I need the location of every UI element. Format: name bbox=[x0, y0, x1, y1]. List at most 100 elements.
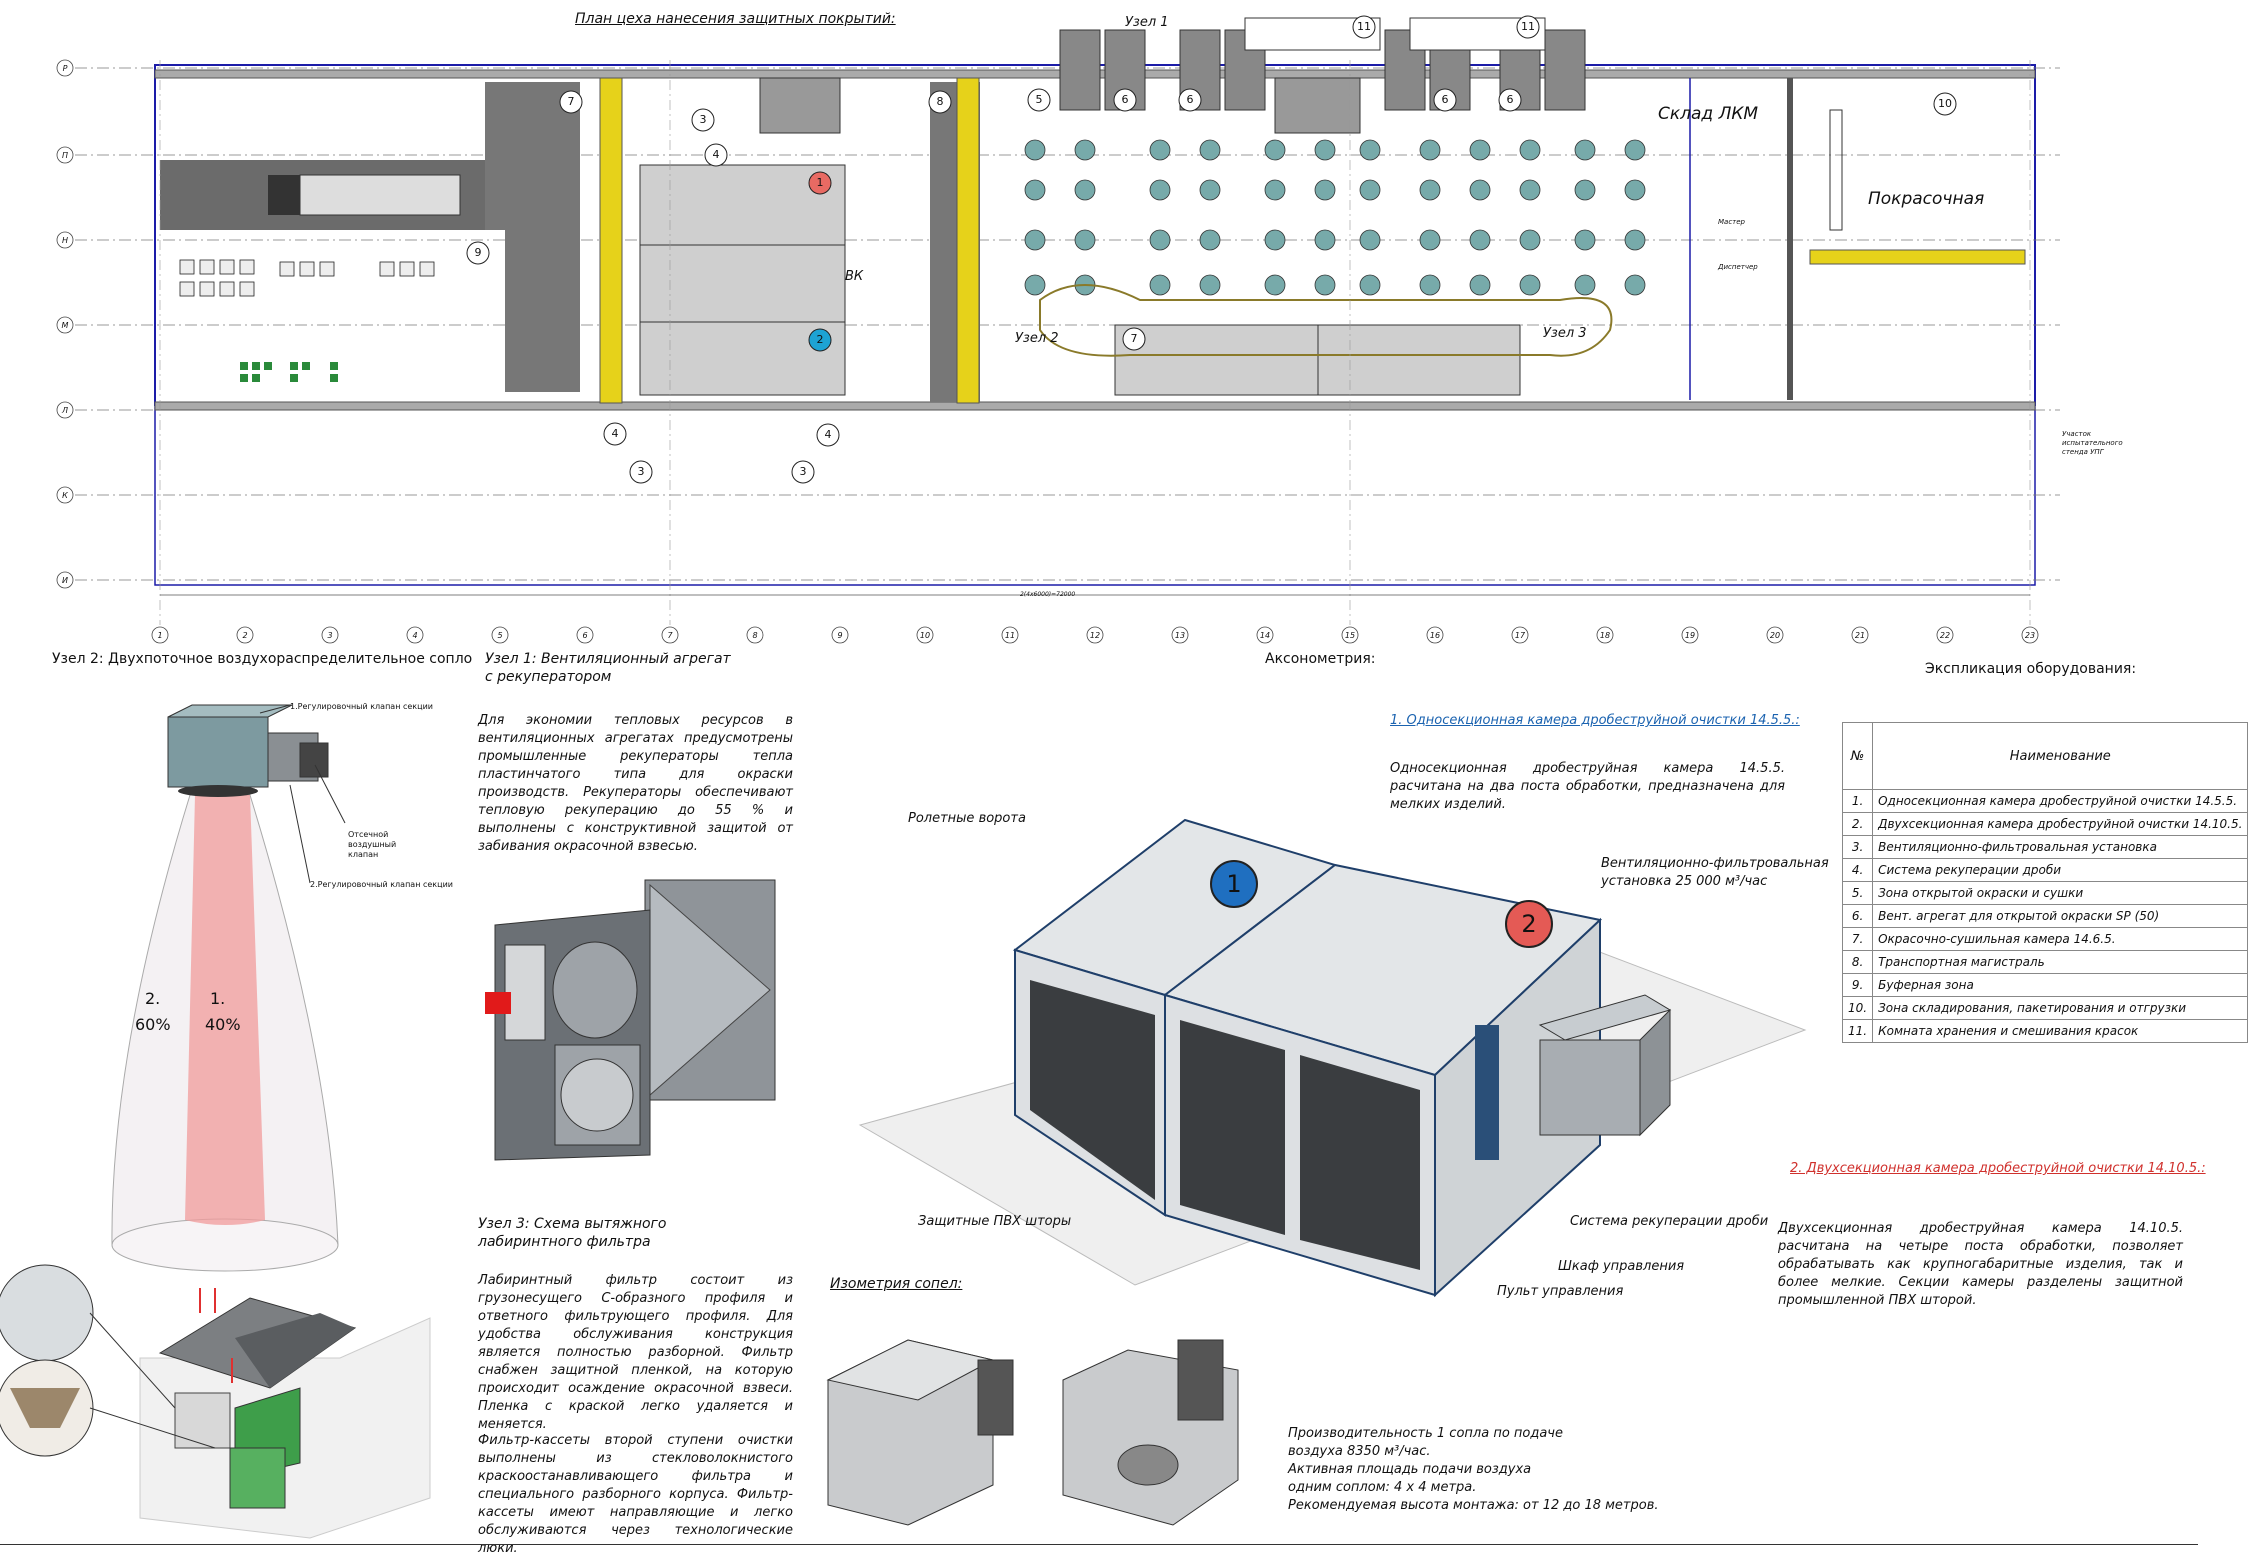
plan-marker-number: 4 bbox=[824, 428, 832, 441]
control-console-label: Пульт управления bbox=[1497, 1284, 1624, 1299]
drawing-sheet: План цеха нанесения защитных покрытий: bbox=[0, 11, 2248, 1556]
legend-row: 7.Окрасочно-сушильная камера 14.6.5. bbox=[1841, 927, 2248, 951]
column-axis-label: 16 bbox=[1429, 631, 1441, 640]
plan-marker-number: 4 bbox=[611, 427, 619, 440]
row-axis-label: К bbox=[62, 491, 68, 500]
axonometry-figure bbox=[858, 818, 1807, 1298]
legend-row-name: Буферная зона bbox=[1872, 973, 2248, 997]
legend-row: 9.Буферная зона bbox=[1841, 973, 2248, 997]
plan-marker-number: 2 bbox=[816, 333, 824, 346]
legend-title: Экспликация оборудования: bbox=[1925, 661, 2137, 677]
node-3-description-2: Фильтр-кассеты второй ступени очистки вы… bbox=[478, 1433, 793, 1556]
column-axis-label: 6 bbox=[582, 631, 588, 640]
booth-2-badge: 2 bbox=[1505, 900, 1553, 948]
column-axis-label: 9 bbox=[837, 631, 843, 640]
legend-row-number: 10. bbox=[1841, 996, 1874, 1020]
node-1-title-line-1: Узел 1: Вентиляционный агрегат bbox=[485, 651, 731, 667]
equipment-legend-table: № Наименование 1.Односекционная камера д… bbox=[1841, 722, 2248, 1043]
node-2-callout-3: 2.Регулировочный клапан секции bbox=[310, 880, 453, 889]
legend-row-name: Двухсекционная камера дробеструйной очис… bbox=[1872, 812, 2248, 836]
zone-lkm-label: Склад ЛКМ bbox=[1658, 104, 1759, 124]
legend-row: 2.Двухсекционная камера дробеструйной оч… bbox=[1841, 812, 2248, 836]
plan-marker-number: 10 bbox=[1938, 97, 1952, 110]
node-2-nozzle-figure bbox=[111, 704, 346, 1272]
plan-marker-number: 3 bbox=[637, 465, 645, 478]
plan-marker-number: 5 bbox=[1035, 93, 1043, 106]
legend-row: 4.Система рекуперации дроби bbox=[1841, 858, 2248, 882]
test-stand-label: Участок испытательного стенда УПГ bbox=[2062, 430, 2123, 456]
column-axis-label: 15 bbox=[1344, 631, 1356, 640]
plan-title: План цеха нанесения защитных покрытий: bbox=[575, 11, 896, 27]
node-2-callout-1: 1.Регулировочный клапан секции bbox=[290, 702, 433, 711]
column-axis-label: 23 bbox=[2024, 631, 2036, 640]
legend-row: 11.Комната хранения и смешивания красок bbox=[1841, 1019, 2248, 1043]
legend-row-name: Зона открытой окраски и сушки bbox=[1872, 881, 2248, 905]
column-axis-label: 20 bbox=[1769, 631, 1781, 640]
legend-row: 5.Зона открытой окраски и сушки bbox=[1841, 881, 2248, 905]
control-cabinet-label: Шкаф управления bbox=[1558, 1259, 1685, 1274]
nozzle-spec-4: одним соплом: 4 х 4 метра. bbox=[1288, 1480, 1477, 1495]
nozzle-spec-2: воздуха 8350 м³/час. bbox=[1288, 1444, 1431, 1459]
legend-row-number: 1. bbox=[1841, 789, 1874, 813]
legend-row: 6.Вент. агрегат для открытой окраски SP … bbox=[1841, 904, 2248, 928]
legend-row: 10.Зона складирования, пакетирования и о… bbox=[1841, 996, 2248, 1020]
plan-marker-number: 8 bbox=[936, 95, 944, 108]
booth-1-badge: 1 bbox=[1210, 860, 1258, 908]
column-axis-label: 8 bbox=[752, 631, 758, 640]
column-axis-label: 5 bbox=[497, 631, 503, 640]
zone-vk-label: ВК bbox=[845, 269, 864, 284]
plan-drawing bbox=[56, 15, 2060, 644]
node-1-unit-figure bbox=[485, 879, 776, 1161]
shot-recovery-label: Система рекуперации дроби bbox=[1570, 1214, 1769, 1229]
column-axis-label: 1 bbox=[157, 631, 163, 640]
legend-row-number: 4. bbox=[1841, 858, 1874, 882]
pvc-curtains-label: Защитные ПВХ шторы bbox=[918, 1214, 1072, 1229]
nozzles-title: Изометрия сопел: bbox=[830, 1276, 963, 1292]
column-axis-label: 10 bbox=[919, 631, 931, 640]
plan-marker-number: 11 bbox=[1521, 20, 1535, 33]
plan-marker-number: 6 bbox=[1441, 93, 1449, 106]
node-2-plan-label: Узел 2 bbox=[1015, 331, 1059, 346]
legend-row-number: 3. bbox=[1841, 835, 1874, 859]
dimension-label: 2(4х6000)=72000 bbox=[1020, 591, 1076, 598]
zone-paint-label: Покрасочная bbox=[1868, 189, 1985, 209]
room-master-label: Мастер bbox=[1718, 218, 1746, 226]
column-axis-label: 14 bbox=[1259, 631, 1271, 640]
plan-marker-number: 6 bbox=[1506, 93, 1514, 106]
nozzle-spec-5: Рекомендуемая высота монтажа: от 12 до 1… bbox=[1288, 1498, 1659, 1513]
nozzle-spec-1: Производительность 1 сопла по подаче bbox=[1288, 1426, 1563, 1441]
plan-marker-number: 6 bbox=[1186, 93, 1194, 106]
node-3-title-line-1: Узел 3: Схема вытяжного bbox=[478, 1216, 667, 1232]
flow-2-percent: 60% bbox=[135, 1015, 171, 1034]
legend-row: 8.Транспортная магистраль bbox=[1841, 950, 2248, 974]
legend-row-name: Односекционная камера дробеструйной очис… bbox=[1872, 789, 2248, 813]
flow-1-percent: 40% bbox=[205, 1015, 241, 1034]
column-axis-label: 2 bbox=[242, 631, 248, 640]
camera-2-title: 2. Двухсекционная камера дробеструйной о… bbox=[1790, 1161, 2206, 1176]
row-axis-label: Н bbox=[61, 236, 68, 245]
legend-row: 3.Вентиляционно-фильтровальная установка bbox=[1841, 835, 2248, 859]
legend-row-name: Комната хранения и смешивания красок bbox=[1872, 1019, 2248, 1043]
vent-unit-label-1: Вентиляционно-фильтровальная bbox=[1601, 856, 1829, 871]
node-2-title: Узел 2: Двухпоточное воздухораспределите… bbox=[52, 651, 473, 667]
legend-row: 1.Односекционная камера дробеструйной оч… bbox=[1841, 789, 2248, 813]
column-axis-label: 11 bbox=[1004, 631, 1016, 640]
legend-row-name: Зона складирования, пакетирования и отгр… bbox=[1872, 996, 2248, 1020]
plan-marker-number: 6 bbox=[1121, 93, 1129, 106]
legend-row-number: 11. bbox=[1841, 1019, 1874, 1043]
row-axis-label: Л bbox=[61, 406, 68, 415]
node-1-description: Для экономии тепловых ресурсов в вентиля… bbox=[478, 713, 793, 854]
plan-marker-number: 7 bbox=[567, 95, 575, 108]
column-axis-label: 22 bbox=[1939, 631, 1951, 640]
legend-row-number: 2. bbox=[1841, 812, 1874, 836]
plan-marker-number: 9 bbox=[474, 246, 482, 259]
flow-1-number: 1. bbox=[210, 989, 226, 1008]
legend-row-name: Система рекуперации дроби bbox=[1872, 858, 2248, 882]
legend-row-name: Транспортная магистраль bbox=[1872, 950, 2248, 974]
legend-row-name: Вент. агрегат для открытой окраски SP (5… bbox=[1872, 904, 2248, 928]
plan-marker-number: 3 bbox=[799, 465, 807, 478]
camera-1-description: Односекционная дробеструйная камера 14.5… bbox=[1390, 761, 1785, 812]
vent-unit-label-2: установка 25 000 м³/час bbox=[1601, 874, 1768, 889]
column-axis-label: 12 bbox=[1089, 631, 1101, 640]
plan-marker-number: 7 bbox=[1130, 332, 1138, 345]
